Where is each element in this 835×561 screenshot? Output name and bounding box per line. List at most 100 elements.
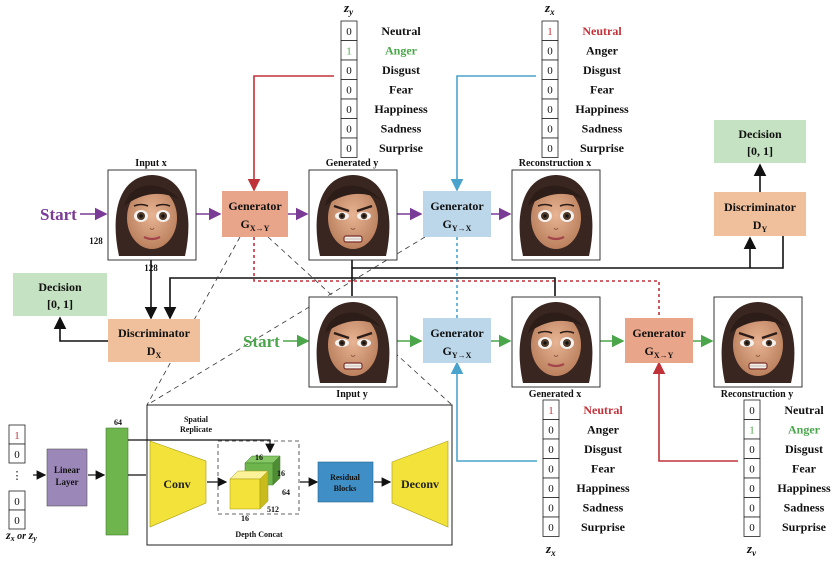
face-reconstruction-y <box>713 296 803 388</box>
arrow-spatial-replicate <box>128 439 275 454</box>
emotion-label: Happiness <box>576 481 630 495</box>
caption-input-y: Input y <box>336 389 367 400</box>
vector-cell-value: 1 <box>749 425 755 437</box>
emotion-label: Disgust <box>583 63 621 77</box>
arrow-zy-bottom-to-gen <box>652 361 738 462</box>
decision-left-range: [0, 1] <box>47 297 73 311</box>
detail-vector-value: 0 <box>14 515 20 527</box>
zx_bottom-label: zx <box>545 541 556 556</box>
size-label-height: 128 <box>144 263 158 273</box>
discriminator-y: Discriminator DY <box>714 192 806 236</box>
conv-label: Conv <box>163 477 190 491</box>
emotion-label: Surprise <box>581 520 626 534</box>
discriminator-y-symbol: DY <box>753 218 768 234</box>
discriminator-y-label: Discriminator <box>724 200 797 214</box>
generator-yx-bottom: Generator GY→X <box>423 318 491 363</box>
decision-top-range: [0, 1] <box>747 144 773 158</box>
residual-label-1: Residual <box>330 473 361 482</box>
vector-cell-value: 0 <box>346 85 352 97</box>
face-generated-x <box>511 296 601 388</box>
vector-cell-value: 0 <box>548 483 554 495</box>
emotion-label: Fear <box>389 83 414 97</box>
vector-cell-value: 0 <box>749 522 755 534</box>
deconv-block <box>391 440 449 528</box>
vector-cell-value: 0 <box>548 522 554 534</box>
generator-detail: 10⋮00 zx or zy Linear Layer 64 Spatial R… <box>5 404 453 546</box>
spatial-label-1: Spatial <box>184 415 209 424</box>
face-reconstruction-x <box>511 169 601 261</box>
arrow-zy-to-gen-xy <box>247 75 334 192</box>
cube-dim-16-c: 16 <box>241 514 249 523</box>
generator-yx-bottom-symbol: GY→X <box>443 344 472 360</box>
cube-dim-512: 512 <box>267 505 279 514</box>
emotion-label: Neutral <box>583 403 623 417</box>
cube-dim-64: 64 <box>282 488 290 497</box>
fc-output-bar <box>105 427 129 536</box>
caption-generated-y: Generated y <box>326 158 379 169</box>
linear-layer-label-2: Layer <box>56 477 79 487</box>
zx_top-label: zx <box>544 0 555 17</box>
emotion-label: Anger <box>788 423 821 437</box>
vector-cell-value: 1 <box>547 26 553 38</box>
linear-layer-box <box>46 448 88 507</box>
depth-concat-label: Depth Concat <box>235 530 283 539</box>
vector-cell-value: 0 <box>749 503 755 515</box>
vector-cell-value: 0 <box>749 444 755 456</box>
generator-xy-top-label: Generator <box>228 199 282 213</box>
arrow-zx-bottom-to-gen <box>450 361 537 462</box>
generator-yx-bottom-label: Generator <box>430 326 484 340</box>
vector-cell-value: 0 <box>547 46 553 58</box>
emotion-label: Sadness <box>381 122 422 136</box>
discriminator-x-symbol: DX <box>147 344 162 360</box>
zoom-line-3 <box>146 236 426 406</box>
decision-top: Decision [0, 1] <box>714 120 806 163</box>
emotion-label: Happiness <box>575 102 629 116</box>
vector-cell-value: 0 <box>749 405 755 417</box>
caption-reconstruction-x: Reconstruction x <box>519 158 592 169</box>
zy_top-label: zy <box>343 0 354 17</box>
emotion-label: Anger <box>587 423 620 437</box>
vector-cell-value: 0 <box>346 65 352 77</box>
fc-dim-label: 64 <box>114 418 122 427</box>
vector-cell-value: 0 <box>749 464 755 476</box>
vector-cell-value: 0 <box>749 483 755 495</box>
decision-left-label: Decision <box>38 280 82 294</box>
emotion-label: Disgust <box>584 442 622 456</box>
size-label-width: 128 <box>89 236 103 246</box>
linear-layer-label-1: Linear <box>54 465 80 475</box>
face-input-x <box>107 169 197 261</box>
generator-xy-bottom-symbol: GX→Y <box>645 344 674 360</box>
vector-cell <box>542 516 560 537</box>
residual-label-2: Blocks <box>334 484 357 493</box>
emotion-label: Anger <box>586 44 619 58</box>
generator-xy-bottom-label: Generator <box>632 326 686 340</box>
yellow-cube <box>229 470 269 510</box>
image-captions: Input x Generated y Reconstruction x Inp… <box>89 158 793 400</box>
face-generated-y <box>308 169 398 261</box>
vector-cell <box>340 137 358 158</box>
emotion-label: Neutral <box>784 403 824 417</box>
detail-input-label: zx or zy <box>5 528 37 543</box>
detail-vector-value: 1 <box>14 430 20 442</box>
emotion-label: Sadness <box>583 501 624 515</box>
emotion-label: Surprise <box>782 520 827 534</box>
detail-vector-value: ⋮ <box>12 470 23 482</box>
generator-yx-top: Generator GY→X <box>423 191 491 237</box>
face-input-y <box>308 296 398 388</box>
emotion-label: Neutral <box>582 24 622 38</box>
vector-cell-value: 0 <box>548 503 554 515</box>
start-label-purple: Start <box>40 205 77 224</box>
emotion-label: Neutral <box>381 24 421 38</box>
caption-generated-x: Generated x <box>529 389 582 400</box>
emotion-label: Fear <box>792 462 817 476</box>
vector-cell-value: 0 <box>548 444 554 456</box>
deconv-label: Deconv <box>401 477 439 491</box>
emotion-label: Sadness <box>582 122 623 136</box>
vector-cell-value: 0 <box>346 104 352 116</box>
vector-cell-value: 0 <box>547 143 553 155</box>
vector-cell-value: 0 <box>547 104 553 116</box>
